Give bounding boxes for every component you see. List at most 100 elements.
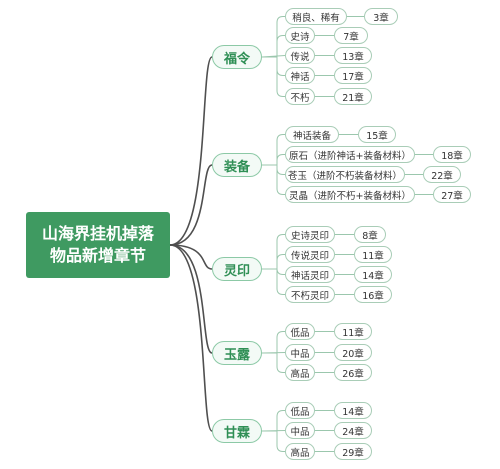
- chapter-zhuangbei-3: 27章: [433, 186, 471, 203]
- item-fuling-0: 稍良、稀有: [285, 8, 347, 25]
- item-name: 神话: [290, 71, 310, 83]
- item-fuling-4: 不朽: [285, 88, 315, 105]
- item-zhuangbei-3: 灵晶（进阶不朽+装备材料）: [285, 186, 415, 203]
- chapter-label: 29章: [342, 447, 364, 459]
- item-name: 不朽灵印: [290, 290, 329, 302]
- chapter-label: 18章: [441, 150, 463, 162]
- item-ganlin-0: 低品: [285, 402, 315, 419]
- connector-fuling-0: [262, 16, 285, 58]
- chapter-fuling-2: 13章: [334, 47, 372, 64]
- chapter-fuling-4: 21章: [334, 88, 372, 105]
- chapter-yulu-0: 11章: [334, 323, 372, 340]
- chapter-label: 21章: [342, 92, 364, 104]
- branch-label: 装备: [223, 159, 250, 175]
- connector-zhuangbei-0: [262, 134, 285, 166]
- chapter-label: 15章: [366, 130, 388, 142]
- item-name: 神话装备: [292, 130, 331, 142]
- item-zhuangbei-1: 原石（进阶神话+装备材料）: [285, 146, 415, 163]
- item-name: 中品: [290, 426, 310, 438]
- chapter-yulu-2: 26章: [334, 364, 372, 381]
- connector-root-yulu: [169, 244, 213, 354]
- chapter-yulu-1: 20章: [334, 344, 372, 361]
- connector-fuling-1: [262, 35, 285, 58]
- branch-label: 甘霖: [223, 425, 250, 441]
- item-name: 原石（进阶神话+装备材料）: [289, 150, 411, 162]
- item-yulu-0: 低品: [285, 323, 315, 340]
- connector-root-fuling: [169, 56, 213, 246]
- branch-ganlin: 甘霖: [212, 419, 262, 443]
- chapter-zhuangbei-0: 15章: [358, 126, 396, 143]
- root-node: 山海界挂机掉落 物品新增章节: [26, 212, 170, 278]
- connector-yulu-0: [262, 331, 285, 354]
- connector-lingyin-3: [262, 268, 285, 295]
- item-lingyin-0: 史诗灵印: [285, 226, 335, 243]
- chapter-fuling-3: 17章: [334, 67, 372, 84]
- item-name: 稍良、稀有: [292, 12, 340, 24]
- branch-fuling: 福令: [212, 45, 262, 69]
- item-lingyin-3: 不朽灵印: [285, 286, 335, 303]
- chapter-label: 14章: [362, 270, 384, 282]
- item-name: 灵晶（进阶不朽+装备材料）: [289, 190, 411, 202]
- connector-ganlin-2: [262, 430, 285, 452]
- branch-label: 玉露: [223, 347, 250, 363]
- root-title-line-2: 物品新增章节: [49, 246, 146, 265]
- chapter-label: 11章: [362, 250, 384, 262]
- item-yulu-1: 中品: [285, 344, 315, 361]
- branch-label: 灵印: [223, 263, 250, 279]
- chapter-ganlin-2: 29章: [334, 443, 372, 460]
- connector-fuling-3: [262, 56, 285, 76]
- chapter-label: 17章: [342, 71, 364, 83]
- item-name: 低品: [290, 327, 310, 339]
- connector-root-lingyin: [169, 244, 213, 270]
- chapter-label: 8章: [362, 230, 378, 242]
- chapter-label: 26章: [342, 368, 364, 380]
- chapter-label: 3章: [373, 12, 389, 24]
- item-name: 史诗: [290, 31, 310, 43]
- chapter-label: 11章: [342, 327, 364, 339]
- item-yulu-2: 高品: [285, 364, 315, 381]
- chapter-label: 22章: [431, 170, 453, 182]
- item-zhuangbei-0: 神话装备: [285, 126, 339, 143]
- item-name: 高品: [290, 447, 310, 459]
- chapter-label: 13章: [342, 51, 364, 63]
- item-name: 苍玉（进阶不朽装备材料）: [287, 170, 402, 182]
- chapter-label: 20章: [342, 348, 364, 360]
- item-name: 不朽: [290, 92, 310, 104]
- connector-root-zhuangbei: [169, 164, 213, 246]
- item-fuling-1: 史诗: [285, 27, 315, 44]
- chapter-zhuangbei-2: 22章: [423, 166, 461, 183]
- chapter-label: 7章: [343, 31, 359, 43]
- connector-zhuangbei-3: [262, 164, 285, 195]
- chapter-label: 24章: [342, 426, 364, 438]
- chapter-label: 16章: [362, 290, 384, 302]
- chapter-fuling-0: 3章: [364, 8, 398, 25]
- chapter-lingyin-2: 14章: [354, 266, 392, 283]
- item-name: 中品: [290, 348, 310, 360]
- item-zhuangbei-2: 苍玉（进阶不朽装备材料）: [285, 166, 405, 183]
- chapter-zhuangbei-1: 18章: [433, 146, 471, 163]
- item-ganlin-1: 中品: [285, 422, 315, 439]
- item-name: 史诗灵印: [290, 230, 329, 242]
- connector-lingyin-1: [262, 254, 285, 270]
- item-name: 高品: [290, 368, 310, 380]
- item-lingyin-1: 传说灵印: [285, 246, 335, 263]
- branch-label: 福令: [223, 51, 250, 67]
- item-fuling-2: 传说: [285, 47, 315, 64]
- connector-lingyin-0: [262, 234, 285, 270]
- chapter-lingyin-3: 16章: [354, 286, 392, 303]
- item-name: 传说: [290, 51, 310, 63]
- chapter-lingyin-1: 11章: [354, 246, 392, 263]
- connector-ganlin-0: [262, 410, 285, 432]
- branch-yulu: 玉露: [212, 341, 262, 365]
- chapter-ganlin-1: 24章: [334, 422, 372, 439]
- chapter-ganlin-0: 14章: [334, 402, 372, 419]
- item-lingyin-2: 神话灵印: [285, 266, 335, 283]
- connector-fuling-4: [262, 56, 285, 97]
- chapter-label: 27章: [441, 190, 463, 202]
- connector-zhuangbei-2: [262, 164, 285, 175]
- chapter-lingyin-0: 8章: [354, 226, 386, 243]
- connector-zhuangbei-1: [262, 154, 285, 166]
- root-title-line-1: 山海界挂机掉落: [41, 224, 154, 243]
